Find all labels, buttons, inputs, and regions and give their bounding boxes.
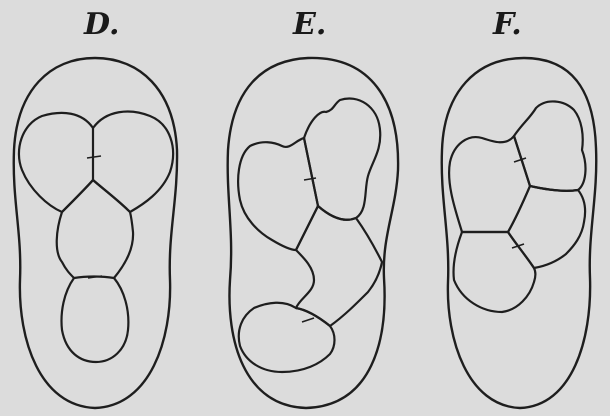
- figure-d: [14, 58, 177, 408]
- figure-d-cell-bottom: [62, 278, 129, 362]
- figure-e-cell-upper-left: [238, 138, 318, 250]
- figure-d-cell-middle: [57, 180, 133, 278]
- figure-label-d: D.: [83, 7, 119, 42]
- figure-e-cell-middle: [296, 206, 382, 326]
- figure-label-e: E.: [292, 7, 326, 42]
- figure-f-cell-right: [508, 186, 585, 268]
- figure-d-envelope: [14, 58, 177, 408]
- figure-e-cell-lower-left: [239, 303, 335, 372]
- figure-d-cell-top-right: [93, 112, 173, 212]
- figure-label-f: F.: [492, 7, 522, 42]
- figure-f: [442, 58, 597, 408]
- figure-e-cell-upper-right: [304, 98, 380, 219]
- figure-d-cell-top-left: [19, 113, 93, 212]
- figure-e: [228, 58, 398, 408]
- figure-f-cell-top: [514, 101, 585, 190]
